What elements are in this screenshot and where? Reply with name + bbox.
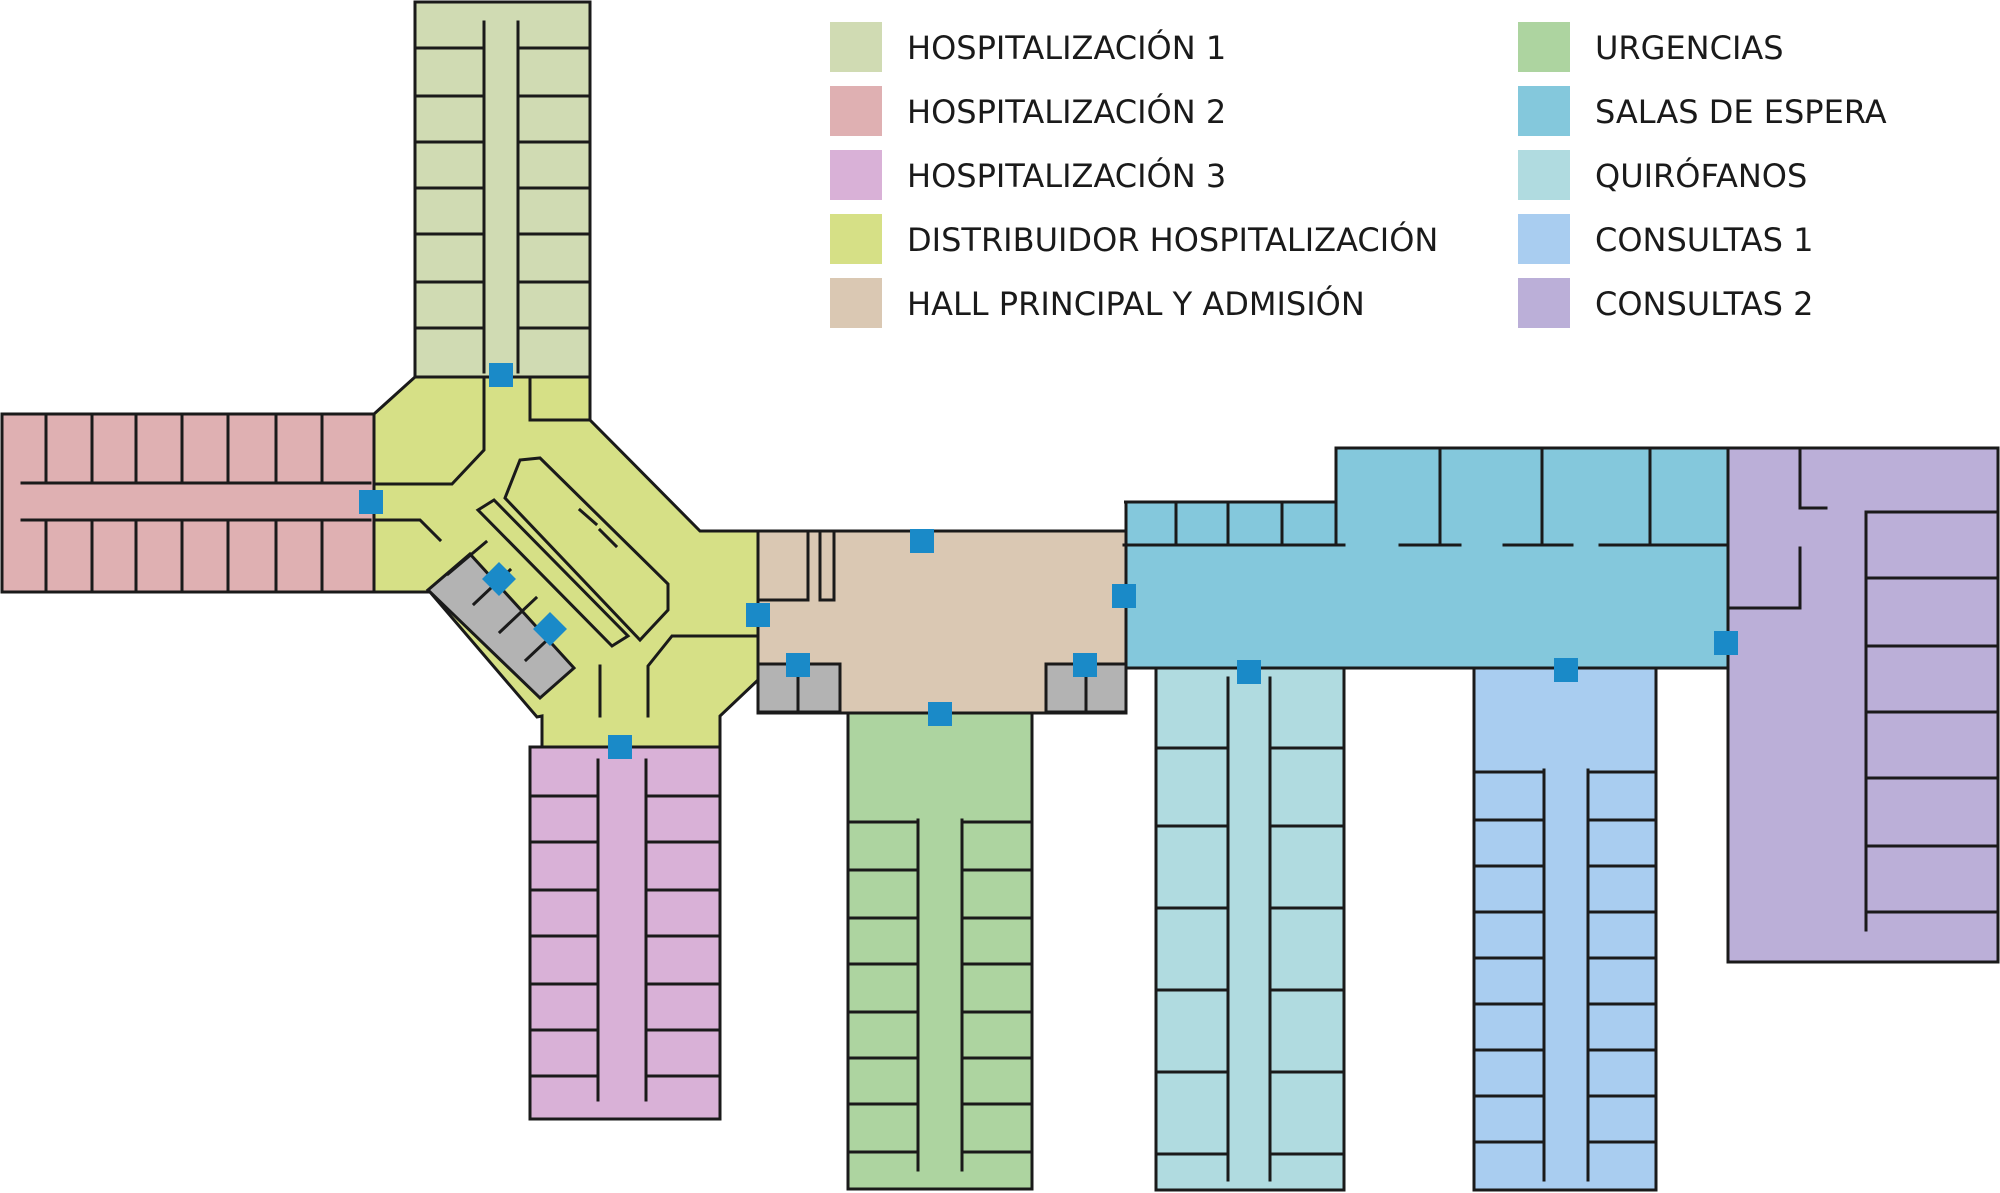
zone-hospitalizacion-2[interactable] — [0, 412, 376, 594]
door-marker — [533, 612, 567, 646]
zone-quirofanos[interactable] — [1154, 666, 1346, 1192]
legend-swatch — [830, 22, 882, 72]
legend-item-salas-de-espera: SALAS DE ESPERA — [1518, 86, 1887, 136]
legend-item-urgencias: URGENCIAS — [1518, 22, 1784, 72]
legend-item-consultas-1: CONSULTAS 1 — [1518, 214, 1813, 264]
legend-item-consultas-2: CONSULTAS 2 — [1518, 278, 1813, 328]
legend-item-hall: HALL PRINCIPAL Y ADMISIÓN — [830, 278, 1365, 328]
legend-swatch — [830, 86, 882, 136]
door-marker — [608, 735, 632, 759]
zone-hospitalizacion-3[interactable] — [528, 745, 722, 1121]
zone-salas-de-espera[interactable] — [1122, 446, 1732, 670]
legend-swatch — [830, 278, 882, 328]
legend-item-distribuidor: DISTRIBUIDOR HOSPITALIZACIÓN — [830, 214, 1438, 264]
legend-item-hospitalizacion-3: HOSPITALIZACIÓN 3 — [830, 150, 1226, 200]
legend-item-hospitalizacion-1: HOSPITALIZACIÓN 1 — [830, 22, 1226, 72]
legend-item-quirofanos: QUIRÓFANOS — [1518, 150, 1807, 200]
door-marker — [489, 363, 513, 387]
door-marker — [1714, 631, 1738, 655]
legend-swatch — [1518, 214, 1570, 264]
legend-label: CONSULTAS 2 — [1595, 285, 1813, 323]
legend-label: HALL PRINCIPAL Y ADMISIÓN — [907, 284, 1365, 323]
legend-swatch — [830, 150, 882, 200]
zone-distribuidor-hospitalizacion[interactable] — [372, 375, 760, 749]
legend-label: SALAS DE ESPERA — [1595, 93, 1887, 131]
legend-swatch — [1518, 278, 1570, 328]
zone-consultas-2[interactable] — [1726, 446, 2000, 964]
legend-swatch — [1518, 22, 1570, 72]
door-marker — [359, 490, 383, 514]
door-marker — [928, 702, 952, 726]
zone-hall-principal-admision[interactable] — [756, 529, 1128, 715]
legend-label: QUIRÓFANOS — [1595, 156, 1807, 195]
door-marker — [1073, 653, 1097, 677]
legend-label: HOSPITALIZACIÓN 3 — [907, 156, 1226, 195]
zone-hospitalizacion-1[interactable] — [413, 0, 592, 379]
legend-item-hospitalizacion-2: HOSPITALIZACIÓN 2 — [830, 86, 1226, 136]
zone-urgencias[interactable] — [846, 711, 1034, 1191]
zone-consultas-1[interactable] — [1472, 666, 1658, 1192]
door-marker — [482, 562, 516, 596]
door-marker — [786, 653, 810, 677]
legend-label: CONSULTAS 1 — [1595, 221, 1813, 259]
door-marker — [746, 603, 770, 627]
legend-swatch — [1518, 86, 1570, 136]
legend-label: HOSPITALIZACIÓN 1 — [907, 28, 1226, 67]
door-marker — [910, 529, 934, 553]
door-markers — [359, 363, 1738, 759]
door-marker — [1112, 584, 1136, 608]
legend-swatch — [1518, 150, 1570, 200]
door-marker — [1237, 660, 1261, 684]
legend-label: DISTRIBUIDOR HOSPITALIZACIÓN — [907, 220, 1438, 259]
legend-label: HOSPITALIZACIÓN 2 — [907, 92, 1226, 131]
legend: HOSPITALIZACIÓN 1 HOSPITALIZACIÓN 2 HOSP… — [830, 22, 1887, 328]
legend-swatch — [830, 214, 882, 264]
door-marker — [1554, 658, 1578, 682]
legend-label: URGENCIAS — [1595, 29, 1784, 67]
